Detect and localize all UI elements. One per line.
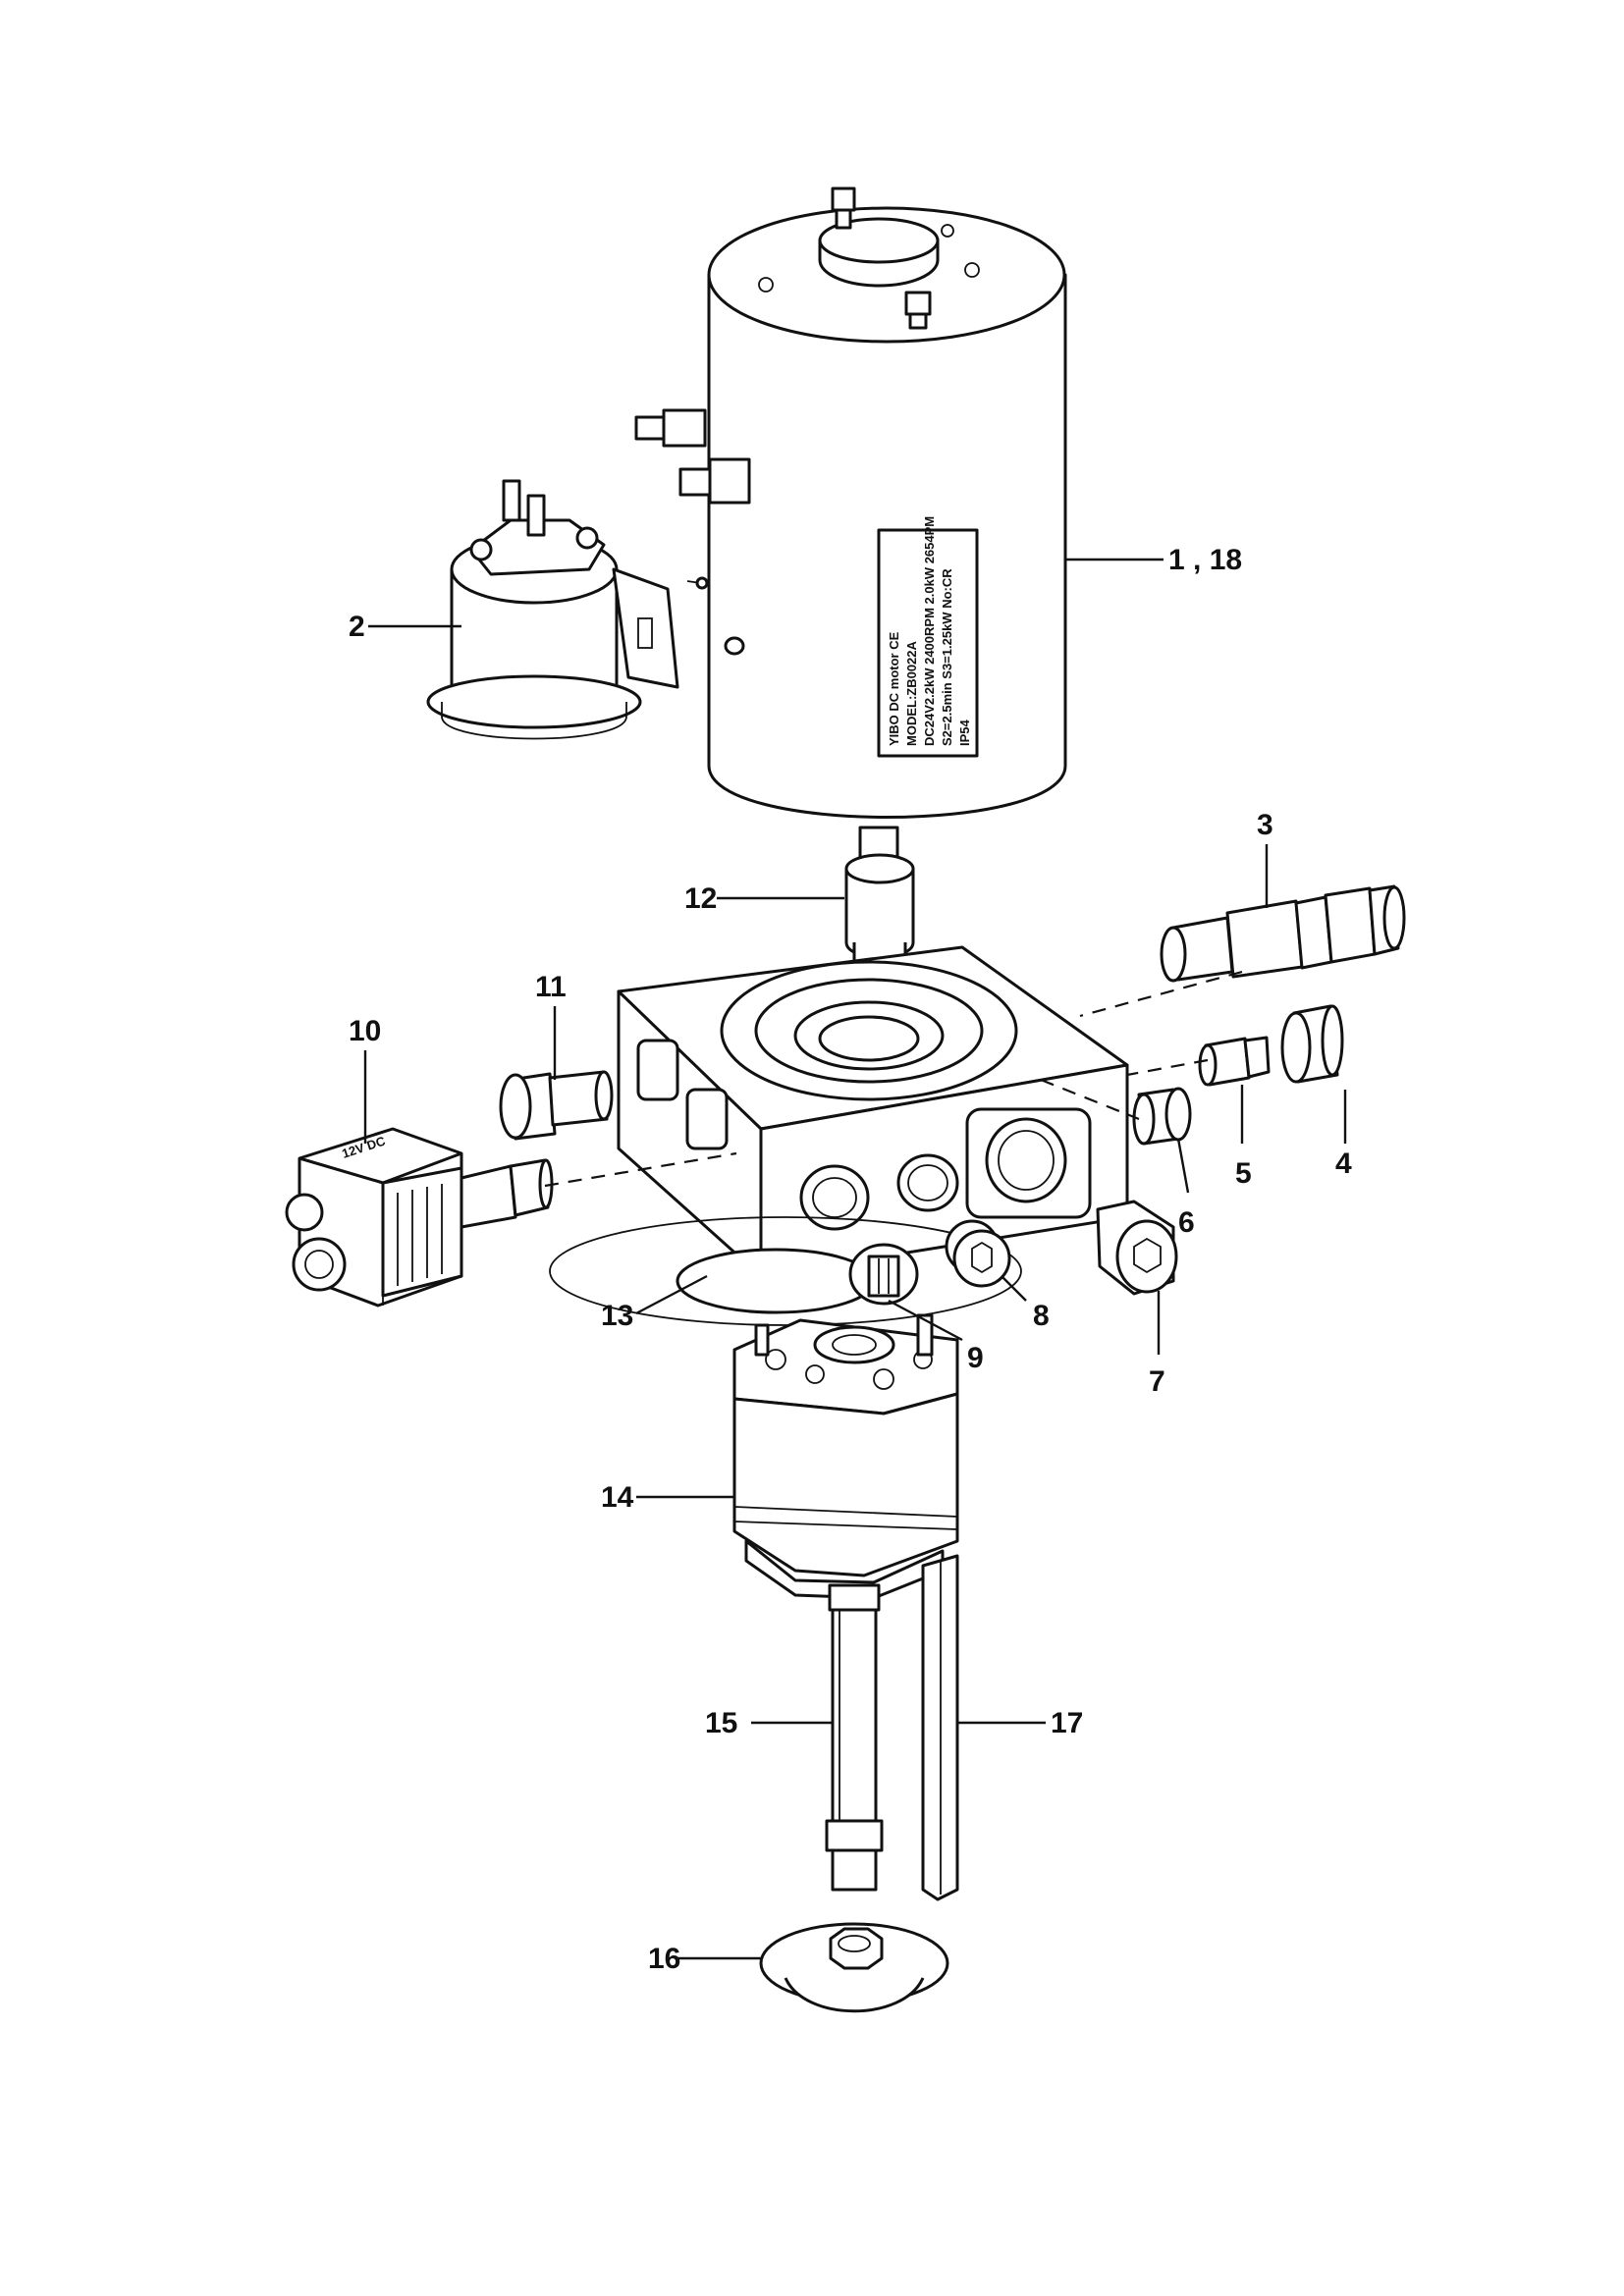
- callout-6: 6: [1178, 1206, 1195, 1239]
- plug-11: [499, 1070, 614, 1141]
- motor: YIBO DC motor CE MODEL:ZB0022A DC24V2.2k…: [634, 187, 1067, 819]
- callout-12: 12: [684, 882, 717, 915]
- callout-2: 2: [349, 611, 365, 643]
- plug-7: [1096, 1200, 1178, 1296]
- relief-valve-9: [848, 1243, 919, 1306]
- motor-label-line2: MODEL:ZB0022A: [904, 640, 919, 746]
- suction-filter: [759, 1922, 949, 2013]
- callout-13: 13: [601, 1300, 633, 1332]
- return-pipe: [921, 1554, 959, 1901]
- gear-pump: [732, 1313, 959, 1600]
- motor-label-line1: YIBO DC motor CE: [887, 631, 901, 746]
- callout-14: 14: [601, 1481, 634, 1514]
- plug-6: [1132, 1087, 1192, 1146]
- callout-15: 15: [705, 1707, 737, 1739]
- callout-4: 4: [1335, 1148, 1352, 1180]
- callout-7: 7: [1149, 1365, 1165, 1398]
- valve-cartridge: [1160, 884, 1406, 983]
- manifold-block: [549, 945, 1129, 1326]
- solenoid-coil: 12V DC: [285, 1127, 554, 1308]
- callout-1-18: 1 , 18: [1168, 544, 1242, 576]
- callout-leaders: [363, 558, 1347, 1960]
- motor-label-line3: DC24V2.2kW 2400RPM 2.0kW 2654PM: [922, 516, 937, 746]
- callout-8: 8: [1033, 1300, 1050, 1332]
- plug-8: [945, 1219, 1011, 1288]
- callout-17: 17: [1051, 1707, 1083, 1739]
- callout-11: 11: [535, 971, 567, 1003]
- callout-numbers: 1 , 18 2 3 12 11 10 4 5 6 7 8 9 13 14 15…: [349, 544, 1352, 1975]
- suction-pipe: [825, 1583, 884, 1892]
- shaft-coupling: [844, 826, 915, 1041]
- callout-3: 3: [1257, 809, 1273, 841]
- callout-16: 16: [648, 1943, 680, 1975]
- check-valve: [1280, 1004, 1344, 1084]
- valve-small: [1198, 1036, 1271, 1087]
- motor-label-line4: S2=2.5min S3=1.25kW No:CR: [940, 568, 954, 746]
- motor-label-line5: IP54: [957, 719, 972, 746]
- assembly-dashed-lines: [544, 970, 1243, 1188]
- solenoid-switch: [426, 479, 745, 740]
- callout-10: 10: [349, 1015, 381, 1047]
- callout-5: 5: [1235, 1157, 1252, 1190]
- callout-9: 9: [967, 1342, 984, 1374]
